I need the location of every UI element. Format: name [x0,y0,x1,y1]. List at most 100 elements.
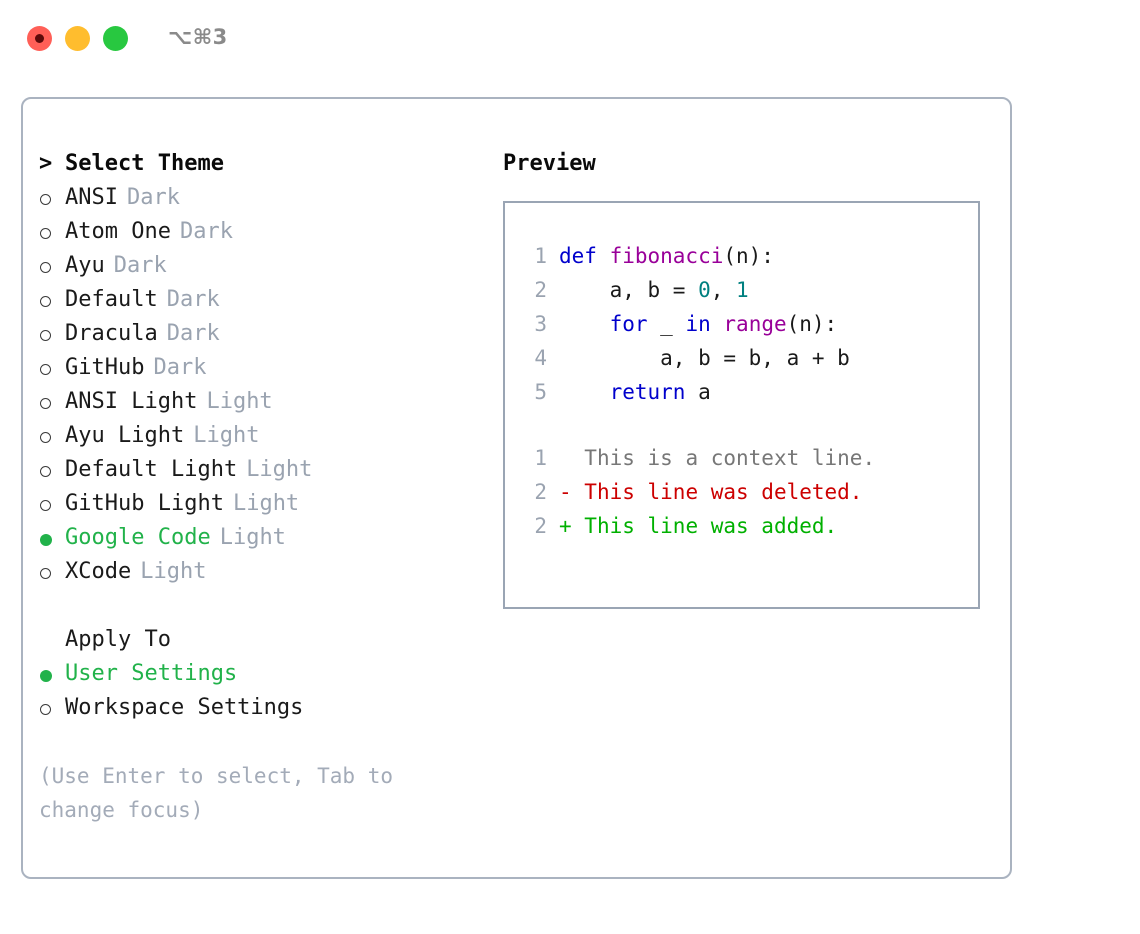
diff-line-add: 2 + This line was added. [523,509,978,543]
code-token: fibonacci [609,244,724,268]
theme-option-github-light[interactable]: ○GitHub Light Light [39,487,469,521]
code-token: in [685,312,711,336]
radio-unselected-icon[interactable]: ○ [39,215,65,249]
theme-option-kind: Dark [179,219,233,244]
apply-to-option-label: Workspace Settings [65,695,304,720]
theme-option-kind: Light [232,491,300,516]
code-token: _ [647,312,686,336]
theme-option-label: Default Light [65,457,238,482]
theme-option-default[interactable]: ○Default Dark [39,283,469,317]
keyboard-hint: (Use Enter to select, Tab to change focu… [39,764,394,822]
theme-option-kind: Light [219,525,286,550]
close-window-icon[interactable] [27,26,52,51]
apply-to-label: Apply To [65,627,171,652]
diff-text: This line was added. [571,514,838,538]
code-token [711,312,724,336]
line-number: 3 [534,312,547,336]
diff-sign: + [559,514,572,538]
maximize-window-icon[interactable] [103,26,128,51]
theme-option-kind: Dark [166,321,220,346]
code-token: , [710,278,737,302]
radio-unselected-icon[interactable]: ○ [39,691,65,725]
apply-to-option-workspace-settings[interactable]: ○Workspace Settings [39,691,469,725]
apply-to-option-label: User Settings [65,661,238,686]
line-number: 5 [534,380,547,404]
code-token: 0 [698,278,711,302]
theme-option-kind: Dark [166,287,220,312]
diff-line-ctx: 1 This is a context line. [523,441,978,475]
theme-option-label: Ayu [65,253,105,278]
code-token [559,380,610,404]
theme-option-label: Ayu Light [65,423,185,448]
title-bar: ⌥⌘3 [0,0,1140,76]
code-token: def [559,244,610,268]
line-number: 1 [534,446,547,470]
theme-option-google-code[interactable]: ●Google Code Light [39,521,469,555]
keyboard-shortcut-label: ⌥⌘3 [168,25,228,49]
code-token: a, b = b, a + b [559,346,850,370]
diff-line-del: 2- This line was deleted. [523,475,978,509]
radio-selected-icon[interactable]: ● [39,657,65,691]
radio-unselected-icon[interactable]: ○ [39,555,65,589]
code-line: 3 for _ in range(n): [523,307,978,341]
theme-option-kind: Light [140,559,207,584]
preview-title: Preview [503,151,596,176]
code-token: 1 [736,278,749,302]
code-token: for [609,312,648,336]
theme-option-label: ANSI [65,185,118,210]
radio-unselected-icon[interactable]: ○ [39,283,65,317]
radio-unselected-icon[interactable]: ○ [39,419,65,453]
radio-unselected-icon[interactable]: ○ [39,249,65,283]
minimize-window-icon[interactable] [65,26,90,51]
diff-text: This is a context line. [571,446,876,470]
code-token: (n): [723,244,774,268]
code-token: return [609,380,686,404]
preview-divider [523,409,978,441]
code-token: range [723,312,787,336]
line-number: 4 [534,346,547,370]
line-number: 2 [534,480,547,504]
code-token: a [685,380,711,404]
diff-sign [559,446,572,470]
line-number: 2 [534,514,547,538]
code-token: (n): [786,312,838,336]
radio-unselected-icon[interactable]: ○ [39,351,65,385]
list-spacer [39,589,469,623]
radio-unselected-icon[interactable]: ○ [39,487,65,521]
theme-option-kind: Light [246,457,313,482]
diff-sign: - [559,480,572,504]
prompt-caret-icon: > [39,151,53,176]
theme-option-default-light[interactable]: ○Default Light Light [39,453,469,487]
radio-unselected-icon[interactable]: ○ [39,181,65,215]
theme-option-label: Default [65,287,158,312]
radio-unselected-icon[interactable]: ○ [39,385,65,419]
theme-option-kind: Dark [153,355,207,380]
apply-to-options: ●User Settings○Workspace Settings [39,657,469,725]
diff-sample: 1 This is a context line.2- This line wa… [523,441,978,543]
apply-to-option-user-settings[interactable]: ●User Settings [39,657,469,691]
radio-unselected-icon[interactable]: ○ [39,317,65,351]
theme-option-label: ANSI Light [65,389,198,414]
theme-option-label: GitHub Light [65,491,224,516]
line-number: 2 [534,278,547,302]
radio-unselected-icon[interactable]: ○ [39,453,65,487]
theme-option-label: Google Code [65,525,211,550]
radio-selected-icon[interactable]: ● [39,521,65,555]
traffic-light-controls [27,26,128,51]
